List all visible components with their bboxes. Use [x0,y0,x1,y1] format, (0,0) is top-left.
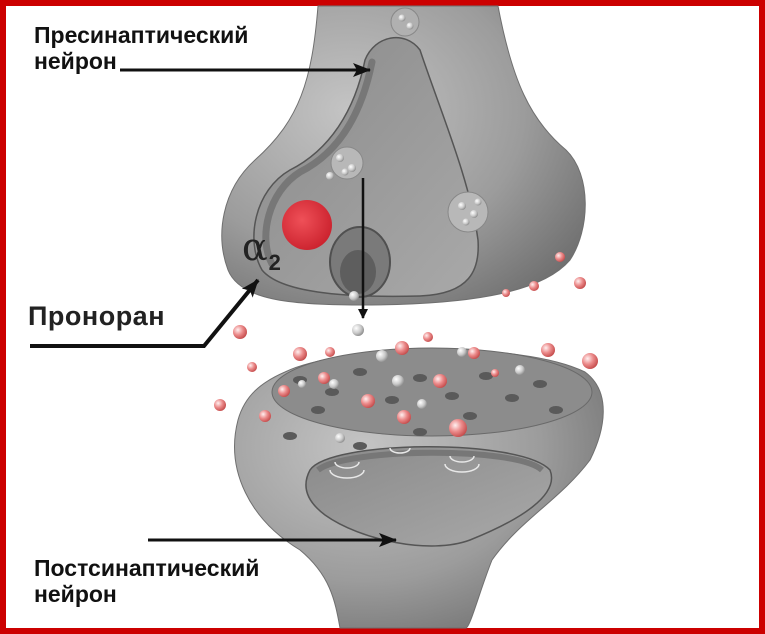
alpha2-receptor-dot [282,200,332,250]
postsynaptic-neuron-label: Постсинаптический нейрон [34,555,259,608]
receptor-subscript: 2 [269,250,281,275]
receptor-symbol: α [242,225,268,269]
presynaptic-neuron-label: Пресинаптический нейрон [34,22,248,75]
alpha2-receptor-label: α2 [242,225,281,276]
drug-label: Проноран [28,301,165,332]
